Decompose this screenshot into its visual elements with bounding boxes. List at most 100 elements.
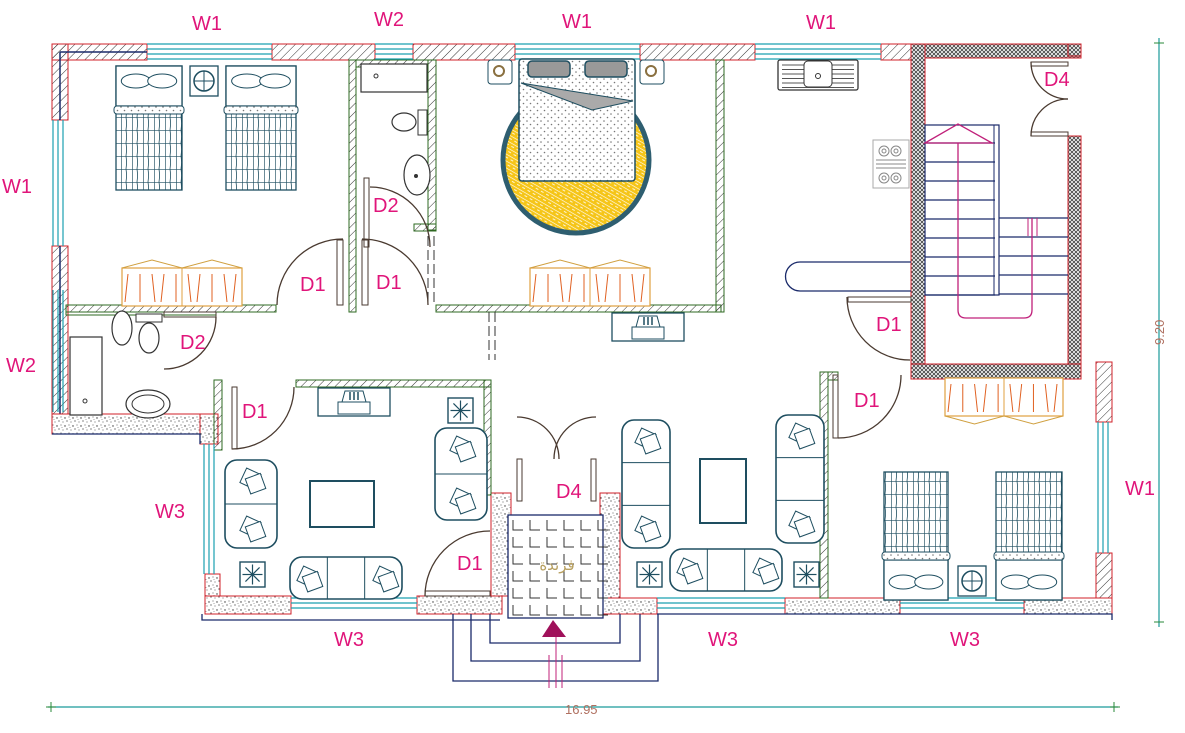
sink <box>125 389 171 419</box>
exterior-wall <box>880 43 912 61</box>
keyboard-icon <box>643 317 653 325</box>
lamp-cross <box>962 571 982 591</box>
burner-icon <box>878 145 890 157</box>
hanger-icon <box>640 273 645 303</box>
floor-tile <box>546 605 557 616</box>
burner-icon <box>878 172 890 184</box>
floor-tile <box>546 571 557 582</box>
plant-icon <box>806 567 814 575</box>
plant-icon <box>252 567 260 575</box>
plant-icon <box>642 567 650 575</box>
pillow <box>584 60 628 78</box>
door-label: D1 <box>854 390 880 412</box>
lamp-icon <box>493 65 505 77</box>
burner-icon <box>881 148 887 154</box>
door-swing <box>837 374 902 439</box>
stair-arrow-icon <box>922 123 995 144</box>
window-label: W3 <box>950 629 980 651</box>
pillow <box>259 73 291 89</box>
toilet-tank <box>135 313 163 323</box>
door-swing <box>163 316 217 370</box>
door-swing <box>1030 98 1069 137</box>
sofa <box>669 548 783 592</box>
floor-tile <box>529 554 540 565</box>
pillow <box>231 73 263 89</box>
hanger-icon <box>1053 383 1058 413</box>
bed-fold <box>993 551 1065 561</box>
hanger-icon <box>223 273 228 303</box>
stove-grill <box>876 159 906 169</box>
floor-tile <box>563 554 574 565</box>
single-bed <box>113 65 185 191</box>
burner-icon <box>893 175 899 181</box>
door-swing <box>553 416 597 460</box>
floor-tile <box>597 520 608 531</box>
pillow <box>914 574 944 590</box>
plant-icon <box>460 403 468 411</box>
floor-tile <box>563 571 574 582</box>
floor-tile <box>512 537 523 548</box>
bed-fold <box>223 105 299 115</box>
bathtub <box>69 336 103 416</box>
door-leaf <box>231 386 238 450</box>
pillow <box>147 73 178 89</box>
burner-icon <box>881 175 887 181</box>
door-label: D1 <box>376 272 402 294</box>
hanger-icon <box>187 273 192 303</box>
veranda-tiles <box>507 514 604 619</box>
overall-depth-dimension: 9.20 <box>1152 320 1167 345</box>
hanger-icon <box>196 273 201 303</box>
hanger-icon <box>974 383 979 413</box>
plant-icon <box>799 574 807 582</box>
cushion <box>454 492 477 515</box>
pillow <box>888 574 918 590</box>
floor-tile <box>563 605 574 616</box>
walls <box>51 43 1113 621</box>
floor-tile <box>563 588 574 599</box>
hanger-icon <box>532 273 537 303</box>
sofa <box>775 414 825 544</box>
plant-icon <box>453 403 461 411</box>
cushion <box>681 562 704 585</box>
stair-wall <box>1067 135 1082 365</box>
stair-wall <box>910 43 926 365</box>
floor-tile <box>580 588 591 599</box>
floor-tile <box>529 571 540 582</box>
pillow <box>120 73 151 89</box>
coffee-table <box>699 458 747 524</box>
single-bed <box>881 471 951 601</box>
door-swing <box>369 186 431 248</box>
partition-wall <box>295 379 492 388</box>
door-label: D4 <box>1044 69 1070 91</box>
partition-wall <box>348 59 357 313</box>
exterior-wall <box>271 43 376 61</box>
sink-basin <box>131 394 165 414</box>
wardrobe <box>121 259 243 307</box>
plant-icon <box>649 567 657 575</box>
wall-core-line <box>59 51 147 414</box>
partition-wall <box>427 59 437 231</box>
door-label: D4 <box>556 481 582 503</box>
hanger-icon <box>151 273 156 303</box>
cushion <box>757 562 780 585</box>
plant-icon <box>453 410 461 418</box>
exterior-wall <box>1095 552 1113 600</box>
cushion <box>244 472 267 495</box>
desk-tray <box>337 401 371 415</box>
floor-tile <box>512 588 523 599</box>
door-leaf <box>832 374 839 439</box>
dimension-tick <box>46 702 1120 712</box>
hanger-icon <box>568 273 573 303</box>
door-swing <box>516 416 560 460</box>
floor-tile <box>597 588 608 599</box>
exterior-wall <box>1095 361 1113 423</box>
concrete-wall <box>204 595 292 615</box>
cushion <box>377 570 400 593</box>
cushion <box>301 570 324 593</box>
door-label: D1 <box>876 314 902 336</box>
window-label: W1 <box>806 12 836 34</box>
hanger-icon <box>1018 383 1023 413</box>
door-swing <box>276 238 344 306</box>
bedside-table <box>639 59 665 85</box>
